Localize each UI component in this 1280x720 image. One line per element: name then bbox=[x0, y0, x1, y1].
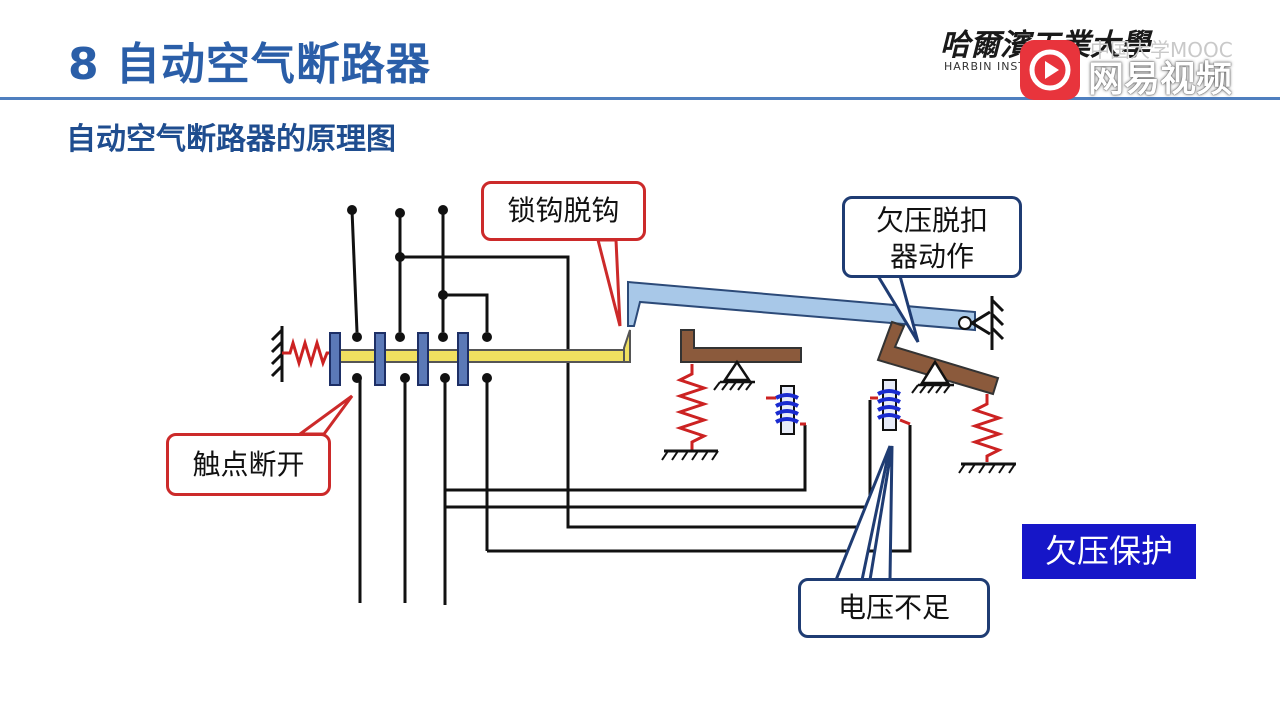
voltage-low-label: 电压不足 bbox=[837, 591, 950, 624]
title-divider bbox=[0, 97, 1280, 100]
junction-dots bbox=[347, 205, 492, 383]
undervoltage-lever bbox=[876, 320, 1016, 474]
slide-title: 8 自动空气断路器 bbox=[68, 39, 431, 90]
right-anchor bbox=[971, 296, 1005, 350]
latch-callout-pointer bbox=[596, 238, 622, 327]
contacts-callout-pointer bbox=[295, 394, 354, 436]
left-anchor bbox=[270, 326, 284, 382]
undervoltage-trip-line1: 欠压脱扣 bbox=[875, 204, 988, 237]
play-icon bbox=[1029, 49, 1071, 91]
hook-lever bbox=[627, 280, 976, 332]
contacts-open-label: 触点断开 bbox=[192, 448, 305, 481]
latch-release-label: 锁钩脱钩 bbox=[507, 194, 620, 227]
undervoltage-trip-line2: 器动作 bbox=[889, 240, 974, 273]
undervoltage-protection-tag: 欠压保护 bbox=[1022, 524, 1196, 579]
mooc-mark: 中国大学MOOC bbox=[1090, 38, 1233, 62]
slide-subtitle: 自动空气断路器的原理图 bbox=[66, 122, 396, 157]
watermark-badge bbox=[1020, 40, 1080, 100]
undervoltage-coil bbox=[870, 379, 911, 431]
watermark-text: 网易视频 bbox=[1088, 59, 1233, 100]
return-spring bbox=[282, 337, 335, 369]
moving-contacts bbox=[329, 332, 469, 386]
overcurrent-coil bbox=[766, 385, 806, 435]
voltage-low-callout: 电压不足 bbox=[798, 578, 990, 638]
latch-release-callout: 锁钩脱钩 bbox=[481, 181, 646, 241]
contacts-open-callout: 触点断开 bbox=[166, 433, 331, 496]
latch-tip bbox=[623, 329, 631, 363]
overcurrent-lever bbox=[661, 329, 802, 461]
circuit-wires bbox=[350, 209, 912, 605]
undervoltage-trip-callout: 欠压脱扣 器动作 bbox=[842, 196, 1022, 278]
